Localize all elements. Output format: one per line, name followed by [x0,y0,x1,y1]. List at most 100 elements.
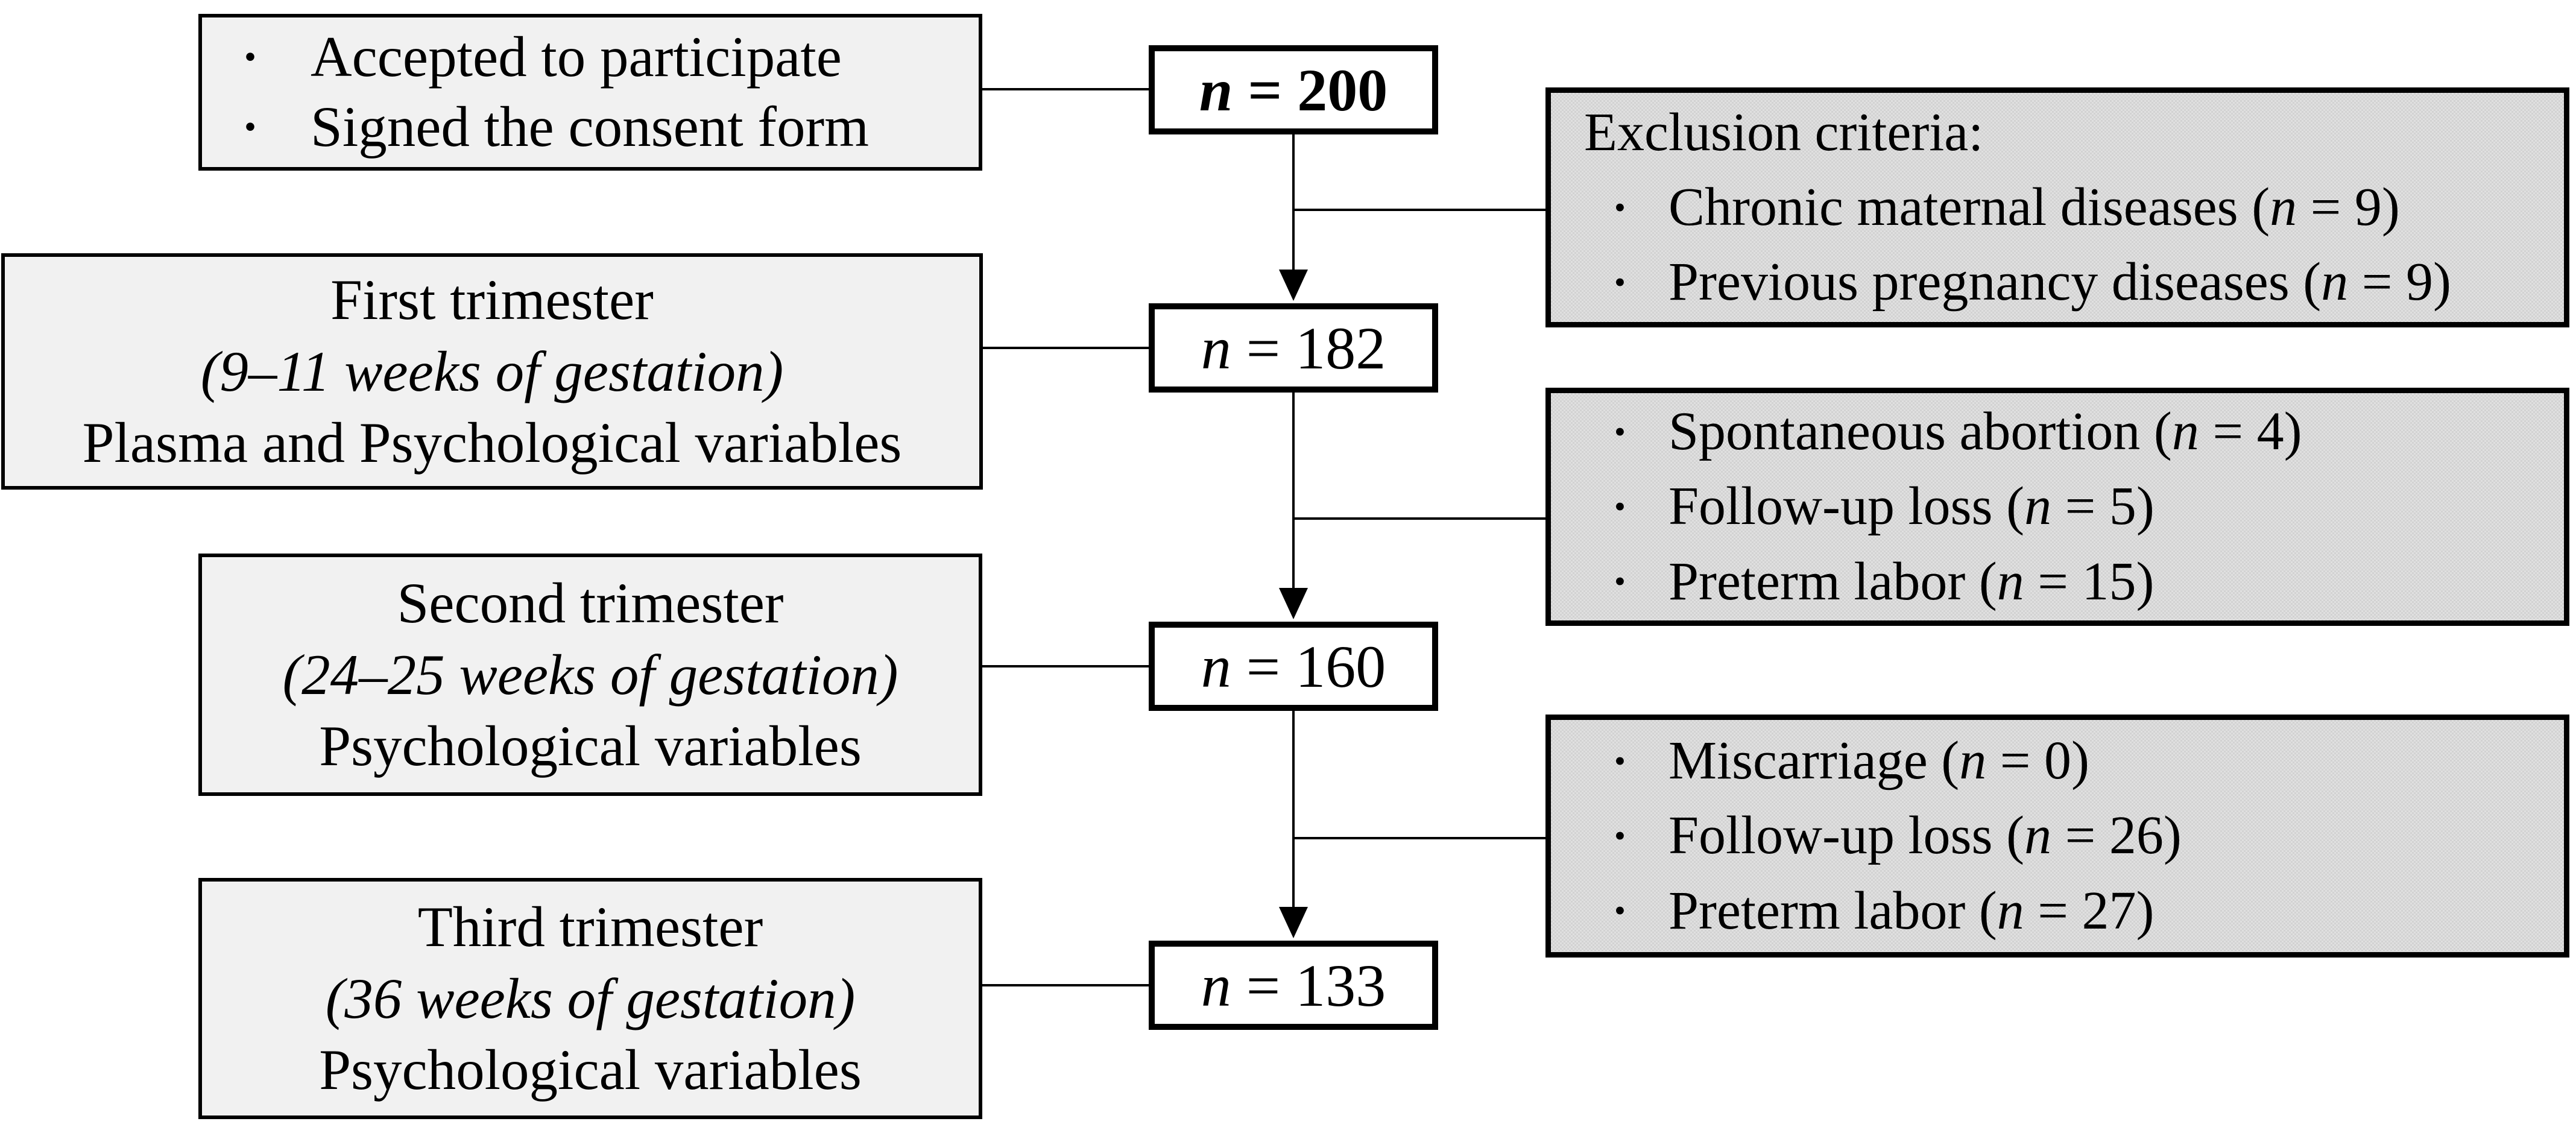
arrowhead-down-icon [1279,907,1308,938]
stage-subtitle: (36 weeks of gestation) [325,966,856,1030]
exclusion-header: Exclusion criteria: [1584,102,1984,162]
exclusion-item: Follow-up loss (n = 26) [1668,798,2182,873]
bullet-icon: • [1614,818,1626,854]
exclusion-item-count: = 26) [2051,806,2182,866]
n-variable: n [2024,476,2052,537]
exclusion-item-count: = 27) [2024,880,2155,941]
stage-detail: Psychological variables [319,714,862,778]
n-variable: n [1959,731,1987,791]
n-variable: n [2321,252,2349,312]
stage-title: Second trimester [397,570,784,635]
exclusion-item-label: Previous pregnancy diseases ( [1668,252,2322,312]
arrowhead-down-icon [1279,270,1308,301]
exclusion-item-count: = 4) [2199,402,2302,462]
count-value: 160 [1295,633,1386,700]
exclusion-item-label: Chronic maternal diseases ( [1668,177,2270,237]
n-variable: n [1997,551,2024,611]
connector-n182-to-n160 [1292,393,1295,589]
connector-branch-to-exclusion-1 [1293,209,1545,211]
exclusion-item-count: = 15) [2024,551,2155,611]
n-variable: n [1201,633,1231,700]
n-variable: n [2024,806,2052,866]
exclusion-item: Preterm labor (n = 15) [1668,544,2155,619]
enrollment-item-1: Accepted to participate [311,25,842,89]
list-item: • Follow-up loss (n = 26) [1584,798,2558,873]
connector-second-trimester-to-n160 [982,665,1149,667]
stage-detail: Plasma and Psychological variables [82,411,902,475]
exclusion-item-label: Miscarriage ( [1668,731,1960,791]
stage-title: Third trimester [417,894,763,959]
enrollment-item-2: Signed the consent form [311,95,870,159]
list-item: • Preterm labor (n = 27) [1584,874,2558,948]
n-variable: n [2270,177,2297,237]
bullet-icon: • [1614,743,1626,780]
list-item: • Accepted to participate [232,22,967,92]
exclusion-item: Chronic maternal diseases (n = 9) [1668,170,2400,245]
bullet-icon: • [244,38,256,77]
n-variable: n [1201,951,1231,1019]
connector-branch-to-exclusion-3 [1293,837,1545,839]
exclusion-item: Miscarriage (n = 0) [1668,724,2089,798]
stage-subtitle: (24–25 weeks of gestation) [282,642,898,707]
exclusion-item: Previous pregnancy diseases (n = 9) [1668,245,2451,320]
exclusion-item-count: = 0) [1986,731,2089,791]
equals-sign: = [1231,951,1296,1019]
enrollment-box: • Accepted to participate • Signed the c… [198,14,982,171]
connector-third-trimester-to-n133 [982,984,1149,986]
n-variable: n [1201,314,1231,382]
connector-enrollment-to-n200 [982,88,1149,90]
stage-subtitle: (9–11 weeks of gestation) [200,339,784,403]
second-trimester-box: Second trimester (24–25 weeks of gestati… [198,554,982,796]
list-item: • Spontaneous abortion (n = 4) [1584,394,2558,469]
exclusion-item-count: = 5) [2051,476,2155,537]
count-box-n182: n = 182 [1149,303,1438,393]
bullet-icon: • [1614,414,1626,450]
exclusion-item-label: Preterm labor ( [1668,551,1997,611]
bullet-icon: • [1614,892,1626,929]
connector-branch-to-exclusion-2 [1293,517,1545,520]
list-item: • Previous pregnancy diseases (n = 9) [1584,245,2558,320]
exclusion-item-label: Follow-up loss ( [1668,476,2025,537]
exclusion-item-label: Preterm labor ( [1668,880,1997,941]
equals-sign: = [1231,314,1296,382]
list-item: • Miscarriage (n = 0) [1584,724,2558,798]
exclusion-item-label: Follow-up loss ( [1668,806,2025,866]
n-variable: n [2171,402,2199,462]
bullet-icon: • [1614,488,1626,525]
bullet-icon: • [1614,189,1626,226]
n-variable: n [1997,880,2024,941]
list-item: • Signed the consent form [232,92,967,162]
list-item: • Preterm labor (n = 15) [1584,544,2558,619]
exclusion-box-3: • Miscarriage (n = 0) • Follow-up loss (… [1545,715,2569,958]
exclusion-box-1: Exclusion criteria: • Chronic maternal d… [1545,87,2569,327]
count-value: 182 [1295,314,1386,382]
equals-sign: = [1233,56,1298,124]
third-trimester-box: Third trimester (36 weeks of gestation) … [198,878,982,1119]
exclusion-box-2: • Spontaneous abortion (n = 4) • Follow-… [1545,388,2569,626]
exclusion-item: Follow-up loss (n = 5) [1668,469,2155,544]
exclusion-item: Spontaneous abortion (n = 4) [1668,394,2302,469]
list-item: • Follow-up loss (n = 5) [1584,469,2558,544]
exclusion-item-label: Spontaneous abortion ( [1668,402,2172,462]
arrowhead-down-icon [1279,588,1308,619]
count-box-n160: n = 160 [1149,622,1438,711]
connector-first-trimester-to-n182 [983,347,1149,349]
first-trimester-box: First trimester (9–11 weeks of gestation… [1,253,983,490]
count-value: 200 [1297,56,1388,124]
count-box-n200: n = 200 [1149,45,1438,134]
bullet-icon: • [244,108,256,147]
list-item: • Chronic maternal diseases (n = 9) [1584,170,2558,245]
exclusion-item-count: = 9) [2348,252,2451,312]
connector-n200-to-n182 [1292,134,1295,271]
count-value: 133 [1295,951,1386,1019]
exclusion-item-count: = 9) [2297,177,2400,237]
count-box-n133: n = 133 [1149,941,1438,1030]
stage-title: First trimester [330,267,654,332]
bullet-icon: • [1614,263,1626,300]
n-variable: n [1199,56,1233,124]
equals-sign: = [1231,633,1296,700]
exclusion-item: Preterm labor (n = 27) [1668,874,2155,948]
bullet-icon: • [1614,563,1626,600]
stage-detail: Psychological variables [319,1038,862,1102]
